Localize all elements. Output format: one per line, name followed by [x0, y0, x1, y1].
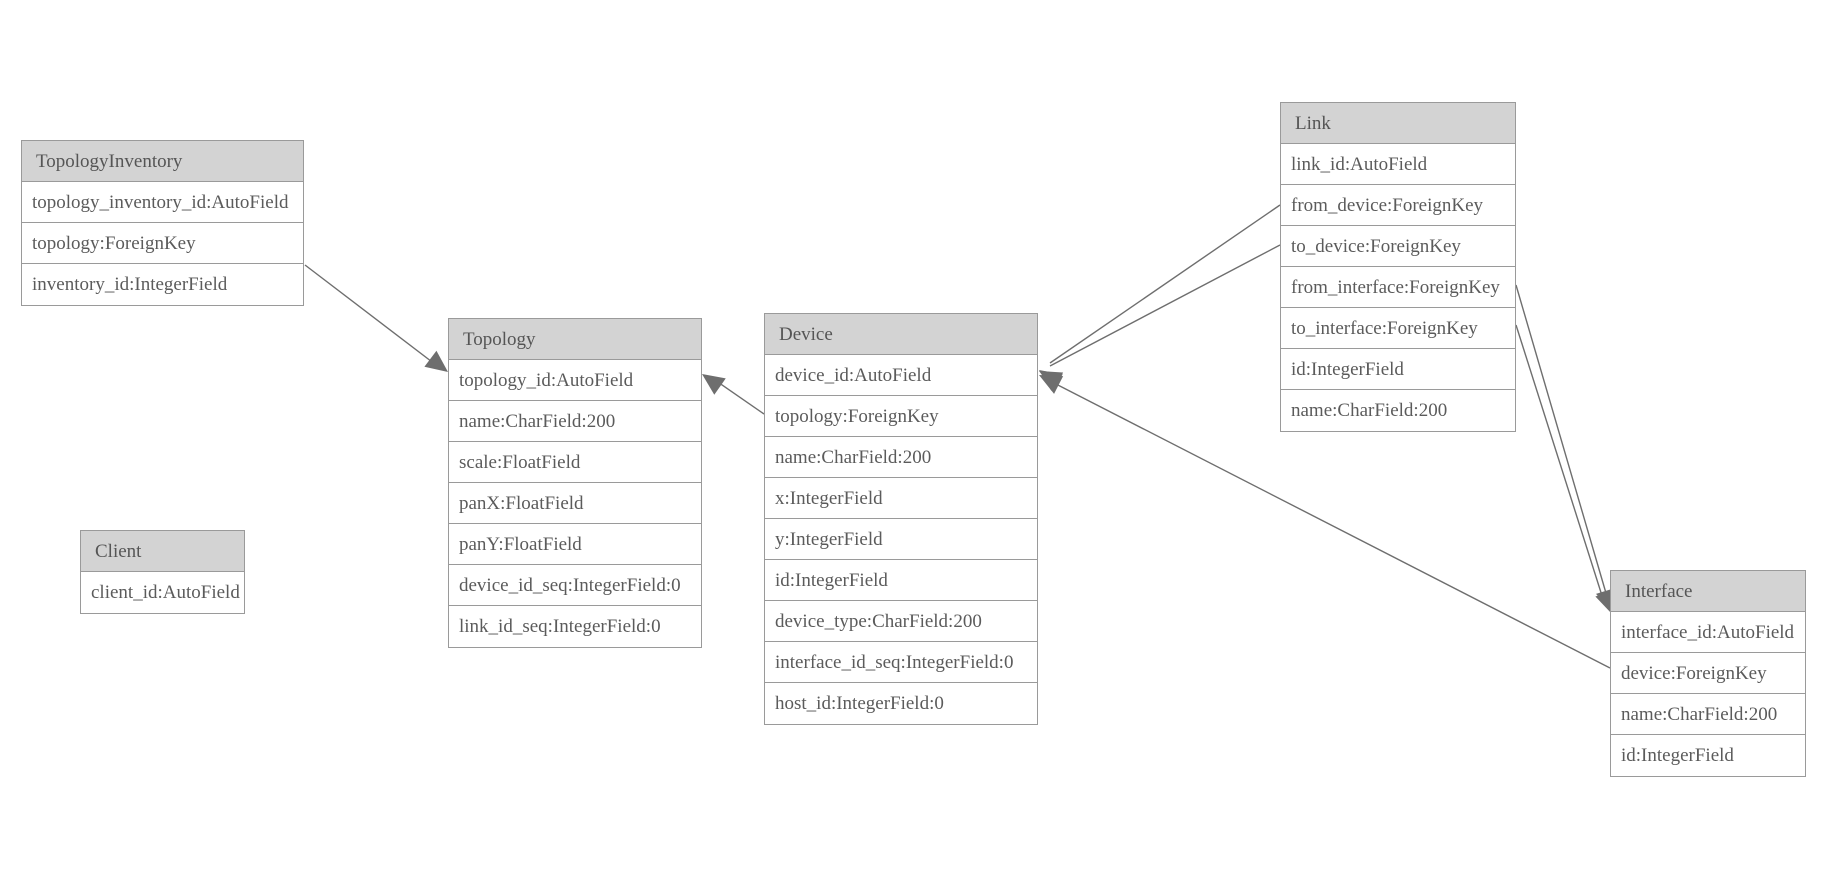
- relationship-link-to-device: [1039, 244, 1281, 391]
- relationship-line: [1049, 244, 1281, 367]
- entity-field-row[interactable]: name:CharField:200: [1291, 400, 1448, 421]
- entity-field-row[interactable]: topology:ForeignKey: [22, 223, 303, 264]
- entity-field-row[interactable]: id:IntegerField: [1621, 745, 1734, 766]
- relationship-link-from-interface: [1515, 284, 1616, 612]
- entity-field-row[interactable]: to_device:ForeignKey: [1281, 226, 1515, 267]
- entity-field-row[interactable]: device:ForeignKey: [1611, 653, 1805, 694]
- entity-field-row[interactable]: scale:FloatField: [449, 442, 701, 483]
- entity-title-link: Link: [1281, 103, 1515, 144]
- relationship-arrowhead: [1039, 375, 1064, 394]
- entity-field-row[interactable]: topology_id:AutoField: [449, 360, 701, 401]
- entity-field-row[interactable]: panX:FloatField: [449, 483, 701, 524]
- relationship-line: [1049, 204, 1281, 364]
- entity-field-row[interactable]: panY:FloatField: [449, 524, 701, 565]
- entity-field-row[interactable]: device_type:CharField:200: [765, 601, 1037, 642]
- entity-field-row[interactable]: from_interface:ForeignKey: [1281, 267, 1515, 308]
- entity-field-row[interactable]: interface_id:AutoField: [1611, 612, 1805, 653]
- relationship-arrowhead: [1039, 371, 1064, 391]
- entity-field-row[interactable]: topology_inventory_id:AutoField: [22, 182, 303, 223]
- entity-field-row[interactable]: device_id:AutoField: [765, 355, 1037, 396]
- entity-field-row[interactable]: client_id:AutoField: [91, 582, 240, 603]
- entity-title-interface: Interface: [1611, 571, 1805, 612]
- entity-title-topology: Topology: [449, 319, 701, 360]
- entity-field-row[interactable]: x:IntegerField: [765, 478, 1037, 519]
- entity-field-row[interactable]: name:CharField:200: [449, 401, 701, 442]
- relationship-device-topology: [702, 374, 765, 415]
- entity-box-client[interactable]: Client client_id:AutoField: [80, 530, 245, 614]
- relationship-line: [304, 264, 441, 369]
- relationship-line: [1515, 324, 1605, 603]
- entity-field-row[interactable]: inventory_id:IntegerField: [32, 274, 228, 295]
- relationship-line: [711, 377, 765, 415]
- entity-field-row[interactable]: device_id_seq:IntegerField:0: [449, 565, 701, 606]
- entity-field-row[interactable]: from_device:ForeignKey: [1281, 185, 1515, 226]
- entity-title-topology_inventory: TopologyInventory: [22, 141, 303, 182]
- relationship-line: [1515, 284, 1609, 601]
- entity-title-client: Client: [81, 531, 244, 572]
- entity-field-row[interactable]: interface_id_seq:IntegerField:0: [765, 642, 1037, 683]
- entity-field-row[interactable]: topology:ForeignKey: [765, 396, 1037, 437]
- entity-field-row[interactable]: name:CharField:200: [1611, 694, 1805, 735]
- relationship-topologyinventory-topology: [304, 264, 448, 372]
- entity-field-row[interactable]: y:IntegerField: [765, 519, 1037, 560]
- relationship-link-to-interface: [1515, 324, 1615, 614]
- entity-field-row[interactable]: id:IntegerField: [1281, 349, 1515, 390]
- entity-field-row[interactable]: to_interface:ForeignKey: [1281, 308, 1515, 349]
- entity-title-device: Device: [765, 314, 1037, 355]
- entity-field-row[interactable]: id:IntegerField: [765, 560, 1037, 601]
- entity-field-row[interactable]: link_id_seq:IntegerField:0: [459, 616, 661, 637]
- relationship-link-from-device: [1039, 204, 1281, 391]
- entity-field-row[interactable]: name:CharField:200: [765, 437, 1037, 478]
- entity-field-row[interactable]: host_id:IntegerField:0: [775, 693, 944, 714]
- entity-field-row[interactable]: link_id:AutoField: [1281, 144, 1515, 185]
